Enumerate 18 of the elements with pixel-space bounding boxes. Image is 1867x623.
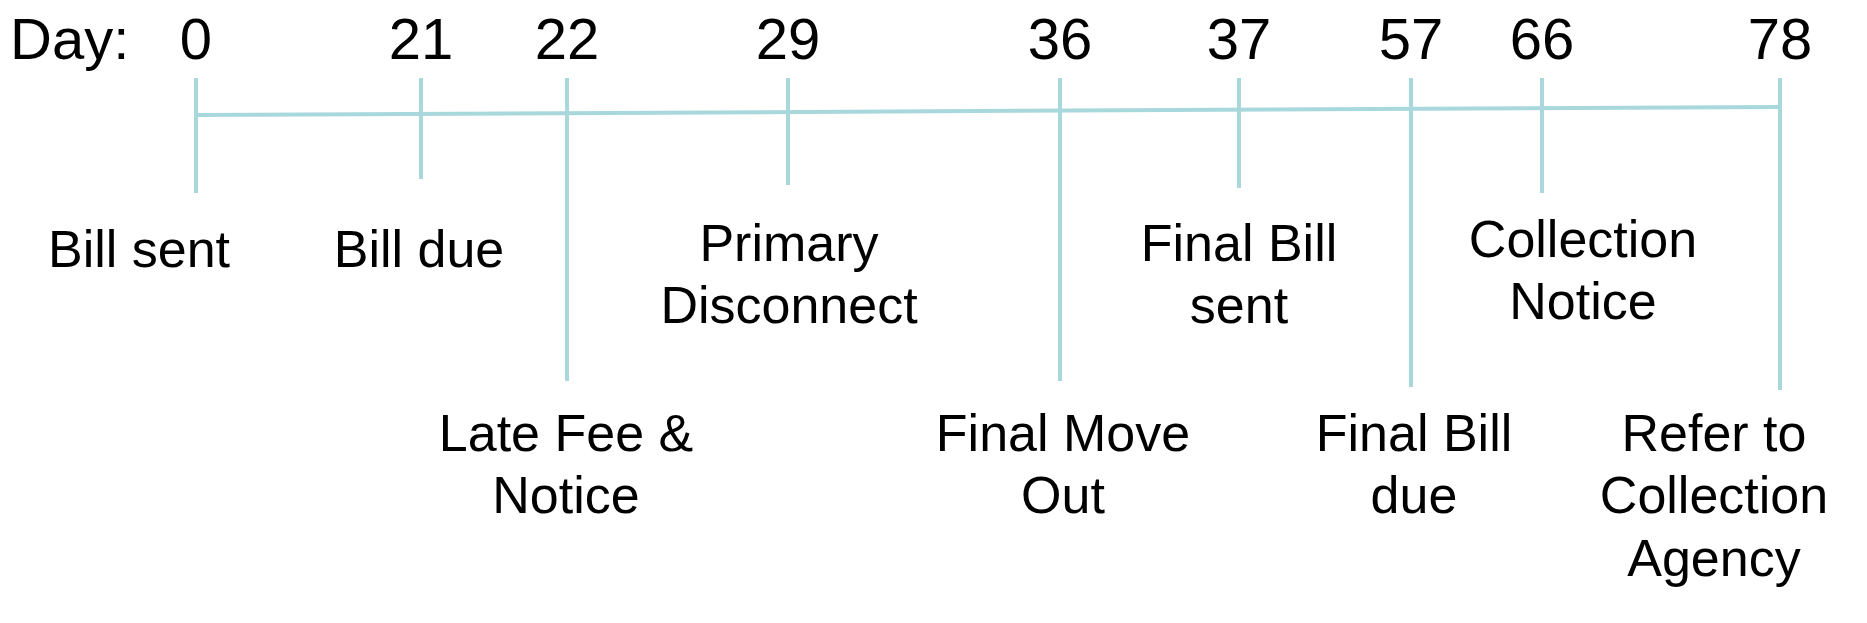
day-number: 37 xyxy=(1205,10,1273,68)
event-label: Final Bill due xyxy=(1314,403,1514,527)
day-number: 0 xyxy=(178,10,214,68)
event-label: Primary Disconnect xyxy=(659,213,919,337)
event-label: Bill due xyxy=(332,219,506,280)
event-label: Final Move Out xyxy=(934,403,1192,527)
event-label: Final Bill sent xyxy=(1139,213,1339,337)
event-label: Late Fee & Notice xyxy=(437,403,695,527)
day-number: 22 xyxy=(533,10,601,68)
day-number: 57 xyxy=(1377,10,1445,68)
day-number: 66 xyxy=(1508,10,1576,68)
day-number: 78 xyxy=(1746,10,1814,68)
event-label: Refer to Collection Agency xyxy=(1598,403,1830,589)
day-number: 21 xyxy=(387,10,455,68)
event-label: Collection Notice xyxy=(1467,209,1699,333)
day-number: 29 xyxy=(754,10,822,68)
event-label: Bill sent xyxy=(46,219,232,280)
day-number: 36 xyxy=(1026,10,1094,68)
